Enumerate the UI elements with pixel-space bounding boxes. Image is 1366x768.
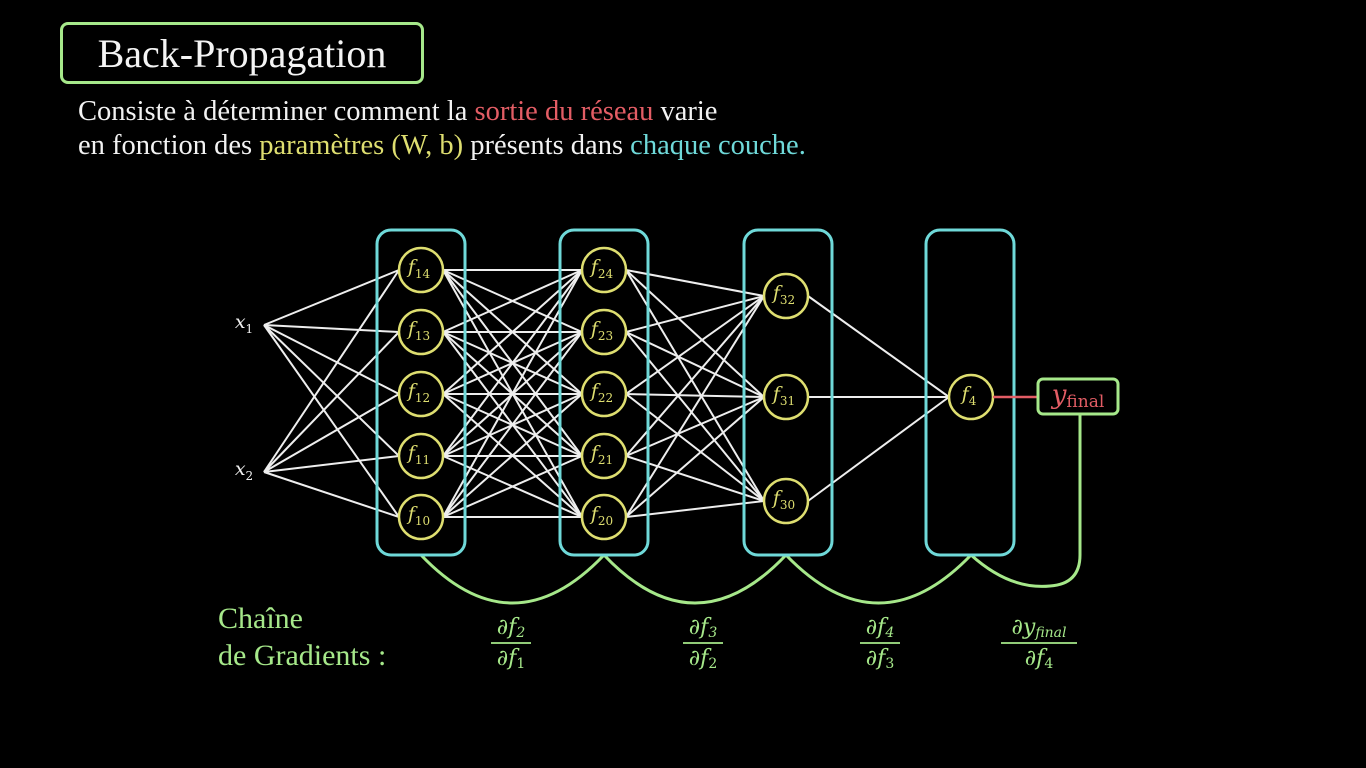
- subtitle-text: en fonction des: [78, 130, 260, 161]
- gradient-arc: [784, 553, 973, 605]
- subtitle-line-1: Consiste à déterminer comment la sortie …: [78, 96, 718, 127]
- connection-edge: [263, 393, 400, 473]
- neuron-node: [580, 493, 628, 541]
- chain-label-line-1: Chaîne: [218, 602, 303, 635]
- neuron-label: f4: [960, 383, 977, 408]
- parameters-highlight: paramètres (W, b): [259, 130, 464, 161]
- neuron-label: f23: [589, 318, 613, 343]
- layer-box: [558, 228, 650, 557]
- neuron-node: [762, 373, 810, 421]
- input-label: x2: [235, 458, 253, 483]
- gradient-denominator: ∂f2: [689, 646, 717, 672]
- neuron-label: f30: [771, 487, 795, 512]
- gradient-numerator: ∂f2: [497, 615, 526, 641]
- layer-highlight: chaque couche.: [630, 130, 806, 161]
- connection-edge: [263, 269, 400, 326]
- subtitle-text: présents dans: [463, 130, 631, 161]
- layer-box: [742, 228, 834, 557]
- neuron-node: [762, 272, 810, 320]
- neuron-label: f20: [589, 503, 613, 528]
- layer-box: [924, 228, 1016, 557]
- neuron-node: [397, 370, 445, 418]
- gradient-numerator: ∂f3: [689, 615, 718, 641]
- neuron-label: f22: [589, 380, 613, 405]
- title-box: Back-Propagation: [60, 22, 424, 84]
- neuron-node: [397, 493, 445, 541]
- neuron-label: f32: [771, 282, 795, 307]
- connection-edge: [263, 455, 400, 473]
- gradient-denominator: ∂f1: [497, 646, 525, 672]
- subtitle-line-2: en fonction des paramètres (W, b) présen…: [78, 130, 806, 161]
- gradient-denominator: ∂f3: [866, 646, 894, 672]
- layer-box: [375, 228, 467, 557]
- neuron-label: f31: [771, 383, 795, 408]
- gradient-arc: [419, 553, 606, 605]
- neuron-label: f10: [406, 503, 430, 528]
- neuron-label: f14: [406, 256, 431, 281]
- neuron-node: [397, 308, 445, 356]
- gradient-numerator: ∂f4: [866, 615, 894, 641]
- gradient-denominator: ∂f4: [1025, 646, 1054, 672]
- connection-edge: [263, 471, 400, 518]
- chain-label-line-2: de Gradients :: [218, 639, 387, 672]
- input-label: x1: [235, 311, 253, 336]
- network-output-highlight: sortie du réseau: [474, 96, 654, 127]
- neuron-node: [580, 246, 628, 294]
- connection-edge: [263, 324, 400, 457]
- connection-edge: [263, 324, 400, 333]
- gradient-arc: [969, 415, 1082, 588]
- neuron-node: [762, 477, 810, 525]
- neuron-node: [580, 370, 628, 418]
- subtitle-text: varie: [653, 96, 718, 127]
- gradient-arc: [602, 553, 788, 605]
- neuron-node: [580, 432, 628, 480]
- neuron-label: f21: [589, 442, 613, 467]
- output-box: [1036, 377, 1120, 416]
- gradient-numerator: ∂yfinal: [1011, 615, 1066, 641]
- connection-edge: [263, 324, 400, 395]
- output-label: yfinal: [1051, 380, 1105, 412]
- connection-edge: [263, 269, 400, 473]
- connection-edge: [807, 295, 950, 398]
- subtitle-text: Consiste à déterminer comment la: [78, 96, 475, 127]
- neuron-label: f24: [589, 256, 614, 281]
- neuron-label: f11: [406, 442, 430, 467]
- neuron-node: [397, 246, 445, 294]
- connection-edge: [807, 396, 950, 502]
- page-title: Back-Propagation: [97, 30, 387, 76]
- neuron-node: [397, 432, 445, 480]
- neuron-label: f12: [406, 380, 430, 405]
- neuron-node: [580, 308, 628, 356]
- neuron-label: f13: [406, 318, 430, 343]
